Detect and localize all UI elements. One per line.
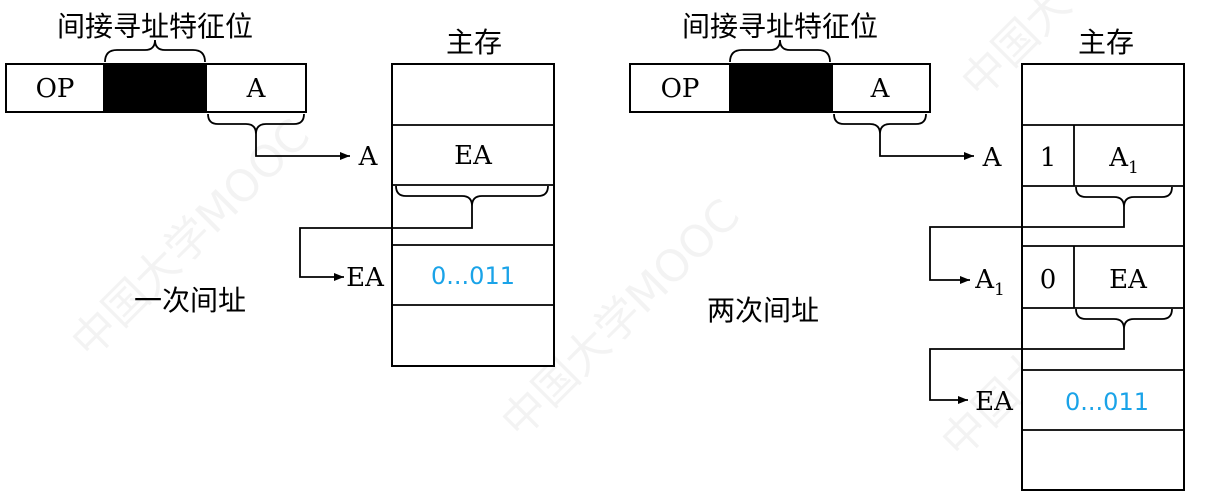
memory-block — [391, 63, 555, 367]
cell1-indirect-flag: 1 — [1040, 143, 1057, 173]
memory-label: 主存 — [446, 26, 502, 59]
arrow-to-ea — [299, 206, 473, 281]
addr-label-ea: EA — [975, 387, 1014, 417]
addr-label-ea: EA — [346, 263, 385, 293]
memory-block — [1021, 63, 1185, 491]
instr-addr-field — [205, 63, 307, 113]
indirect-bit-brace — [729, 39, 831, 63]
instr-addr-text: A — [246, 74, 267, 104]
arrow-to-ea — [929, 329, 1125, 404]
arrow-to-a — [879, 134, 974, 160]
indirect-bit-brace — [104, 39, 206, 63]
addr-label-a: A — [982, 143, 1003, 173]
memory-cell-value: 0...011 — [1065, 388, 1149, 416]
memory-label: 主存 — [1078, 26, 1134, 59]
instr-indirect-bit-field — [729, 63, 833, 113]
single-indirect-diagram: 间接寻址特征位 OP A A 主存 EA 0...011 EA 一次间址 — [5, 10, 555, 367]
double-indirect-diagram: 间接寻址特征位 OP A A 主存 1 A1 0 EA 0...011 A1 E… — [629, 10, 1185, 491]
instr-op-field — [5, 63, 105, 113]
instr-addr-field — [831, 63, 931, 113]
cell2-indirect-flag: 0 — [1040, 265, 1057, 295]
indirect-bit-label: 间接寻址特征位 — [682, 10, 878, 43]
addr-field-brace — [833, 113, 927, 135]
arrow-to-a1 — [929, 207, 1125, 284]
caption-single-indirect: 一次间址 — [134, 284, 246, 317]
instr-indirect-bit-field — [103, 63, 207, 113]
caption-double-indirect: 两次间址 — [707, 294, 819, 327]
watermark: 中国大学MOOC — [62, 110, 320, 368]
arrow-to-a — [255, 134, 350, 160]
instr-op-text: OP — [36, 74, 75, 104]
instr-op-text: OP — [661, 74, 700, 104]
memory-cell-ea: EA — [454, 141, 493, 171]
addr-label-a: A — [358, 142, 379, 172]
indirect-bit-label: 间接寻址特征位 — [57, 10, 253, 43]
memory-cell-value: 0...011 — [431, 262, 515, 290]
addr-label-a1: A1 — [974, 265, 1005, 300]
cell1-address: A1 — [1108, 143, 1139, 178]
cell2-address: EA — [1109, 265, 1148, 295]
instr-addr-text: A — [870, 74, 891, 104]
